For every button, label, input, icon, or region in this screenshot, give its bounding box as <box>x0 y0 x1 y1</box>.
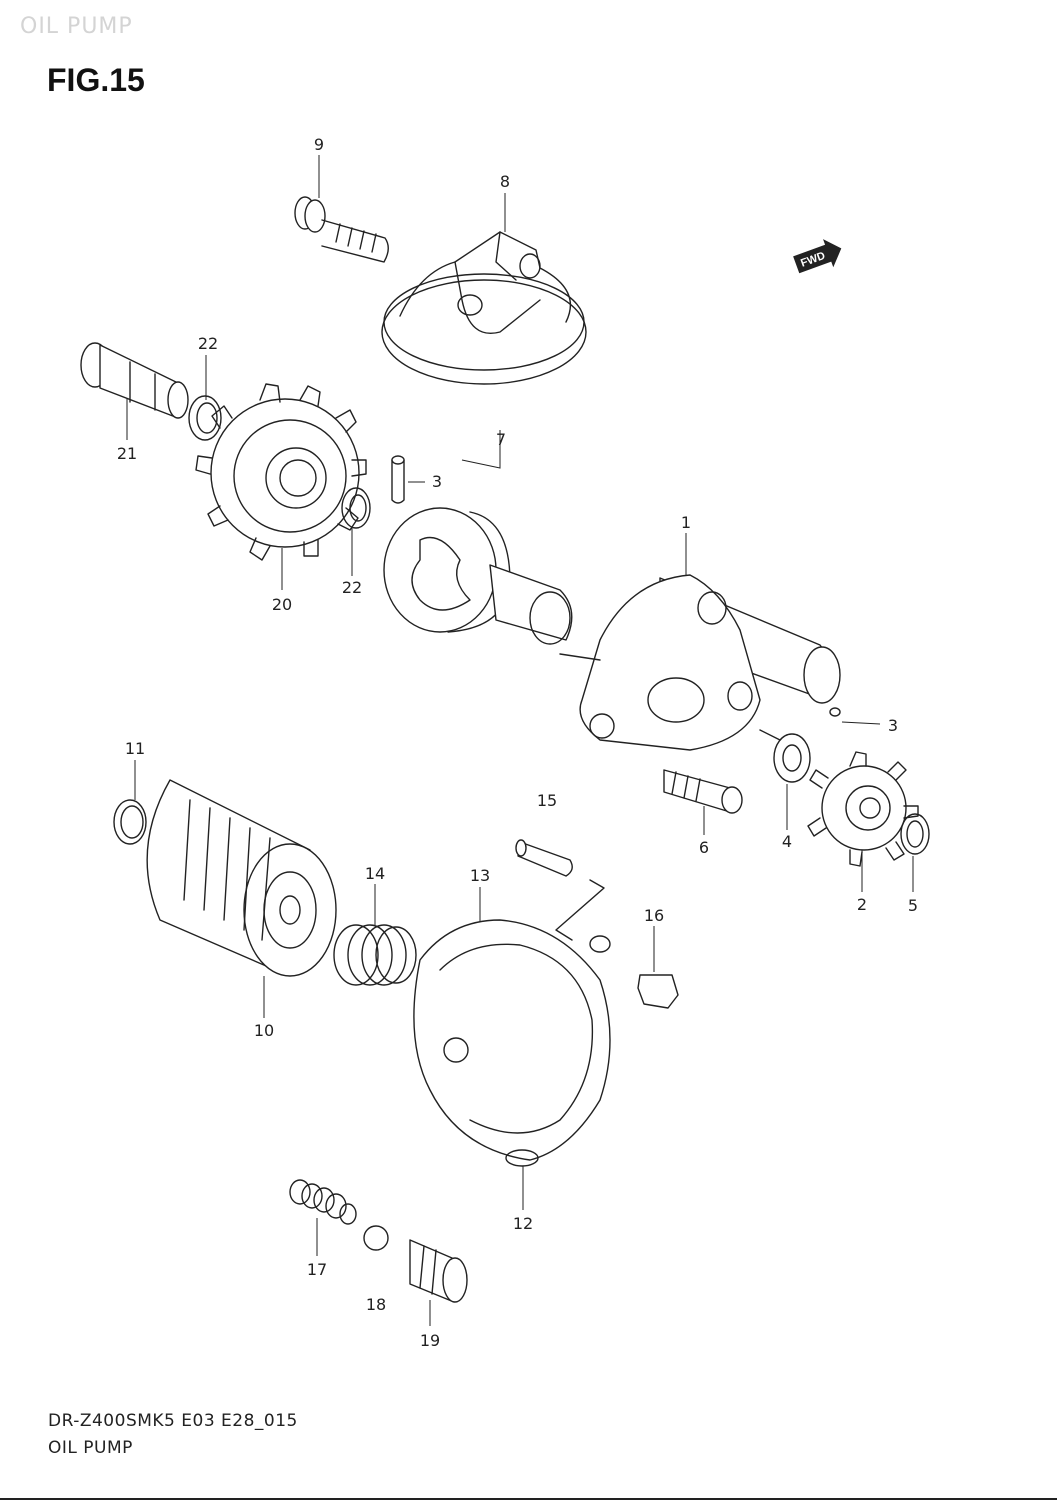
part-20-gear <box>195 383 367 561</box>
part-16-plug <box>637 974 679 1009</box>
callout-19: 19 <box>420 1331 440 1350</box>
footer-caption: OIL PUMP <box>48 1438 133 1458</box>
part-3-pin-lower <box>829 707 841 717</box>
callout-9: 9 <box>314 135 324 154</box>
callout-2: 2 <box>857 895 867 914</box>
callout-3-lower: 3 <box>888 716 898 735</box>
callout-4: 4 <box>782 832 792 851</box>
callout-21: 21 <box>117 444 137 463</box>
part-4-washer <box>773 733 811 783</box>
callout-1: 1 <box>681 513 691 532</box>
part-1-pump-body <box>559 574 841 751</box>
fwd-direction-badge: FWD <box>793 239 842 274</box>
part-21-shaft <box>80 342 189 419</box>
callout-3-upper: 3 <box>432 472 442 491</box>
part-14-spring <box>333 924 417 986</box>
callout-16: 16 <box>644 906 664 925</box>
part-7-rotor <box>383 507 573 645</box>
callout-22-lower: 22 <box>342 578 362 597</box>
figure-title: FIG.15 <box>47 62 145 98</box>
part-11-o-ring <box>113 799 147 845</box>
callout-11: 11 <box>125 739 145 758</box>
callout-12: 12 <box>513 1214 533 1233</box>
part-9-bolt <box>294 196 389 263</box>
callout-labels: 9 8 22 21 7 3 20 22 1 3 11 15 6 4 2 5 14… <box>117 135 918 1350</box>
leader-lines <box>126 155 914 1326</box>
callout-22: 22 <box>198 334 218 353</box>
callout-8: 8 <box>500 172 510 191</box>
callout-7: 7 <box>496 430 506 449</box>
callout-18: 18 <box>366 1295 386 1314</box>
callout-20: 20 <box>272 595 292 614</box>
part-17-spring <box>289 1179 357 1225</box>
part-12-fastener <box>505 1149 539 1167</box>
part-8-cover <box>381 231 587 385</box>
part-19-valve-plug <box>409 1239 468 1303</box>
part-6-bolt <box>663 769 743 814</box>
part-3-pin-upper <box>391 455 405 504</box>
part-5-circlip <box>900 813 930 855</box>
footer-model-code: DR-Z400SMK5 E03 E28_015 <box>48 1411 298 1431</box>
part-10-oil-filter <box>146 779 337 977</box>
callout-15: 15 <box>537 791 557 810</box>
page-watermark: OIL PUMP <box>20 14 133 39</box>
callout-13: 13 <box>470 866 490 885</box>
callout-10: 10 <box>254 1021 274 1040</box>
callout-6: 6 <box>699 838 709 857</box>
part-22-washer-lower <box>341 487 371 529</box>
part-18-ball <box>363 1225 389 1251</box>
callout-17: 17 <box>307 1260 327 1279</box>
part-13-filter-cover <box>413 879 611 1161</box>
part-22-washer-upper <box>188 395 222 441</box>
callout-5: 5 <box>908 896 918 915</box>
callout-14: 14 <box>365 864 385 883</box>
part-2-gear <box>807 751 919 867</box>
part-15-pin <box>515 839 573 877</box>
